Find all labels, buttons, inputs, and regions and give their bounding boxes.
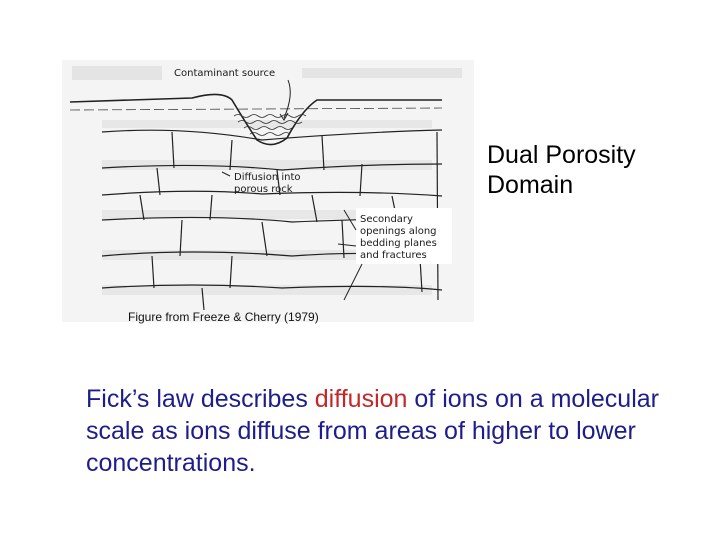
label-secondary-line1: Secondary	[360, 214, 413, 225]
source-arrowhead-icon	[279, 112, 289, 121]
body-text-highlight: diffusion	[314, 385, 408, 413]
contaminant-pond	[233, 114, 307, 136]
figure-caption: Figure from Freeze & Cherry (1979)	[128, 310, 319, 324]
fractures	[139, 131, 439, 311]
label-contaminant-source: Contaminant source	[174, 68, 275, 79]
body-text-after: of ions on a molecular scale as ions dif…	[86, 385, 659, 477]
label-diffusion-line2: porous rock	[234, 184, 293, 195]
body-text-before: Fick’s law describes	[86, 385, 315, 413]
side-title-line1: Dual Porosity	[487, 141, 636, 169]
source-arrow	[283, 79, 291, 119]
body-paragraph: Fick’s law describes diffusion of ions o…	[86, 383, 686, 479]
side-title: Dual Porosity Domain	[487, 140, 636, 200]
label-diffusion-line1: Diffusion into	[234, 172, 300, 183]
diffusion-arrow-icon	[221, 171, 231, 177]
side-title-line2: Domain	[487, 171, 574, 199]
label-secondary-line2: openings along	[360, 226, 437, 237]
secondary-label-backdrop	[356, 208, 452, 264]
secondary-arrows	[337, 209, 363, 301]
fractured-rock-diagram: Contaminant source Diffusion into porous…	[62, 60, 474, 322]
dual-porosity-figure: Contaminant source Diffusion into porous…	[62, 60, 474, 322]
water-table-line	[69, 107, 443, 111]
label-secondary-line4: and fractures	[360, 250, 427, 261]
ground-surface	[69, 93, 442, 146]
label-secondary-line3: bedding planes	[360, 238, 437, 249]
figure-background	[62, 60, 474, 322]
